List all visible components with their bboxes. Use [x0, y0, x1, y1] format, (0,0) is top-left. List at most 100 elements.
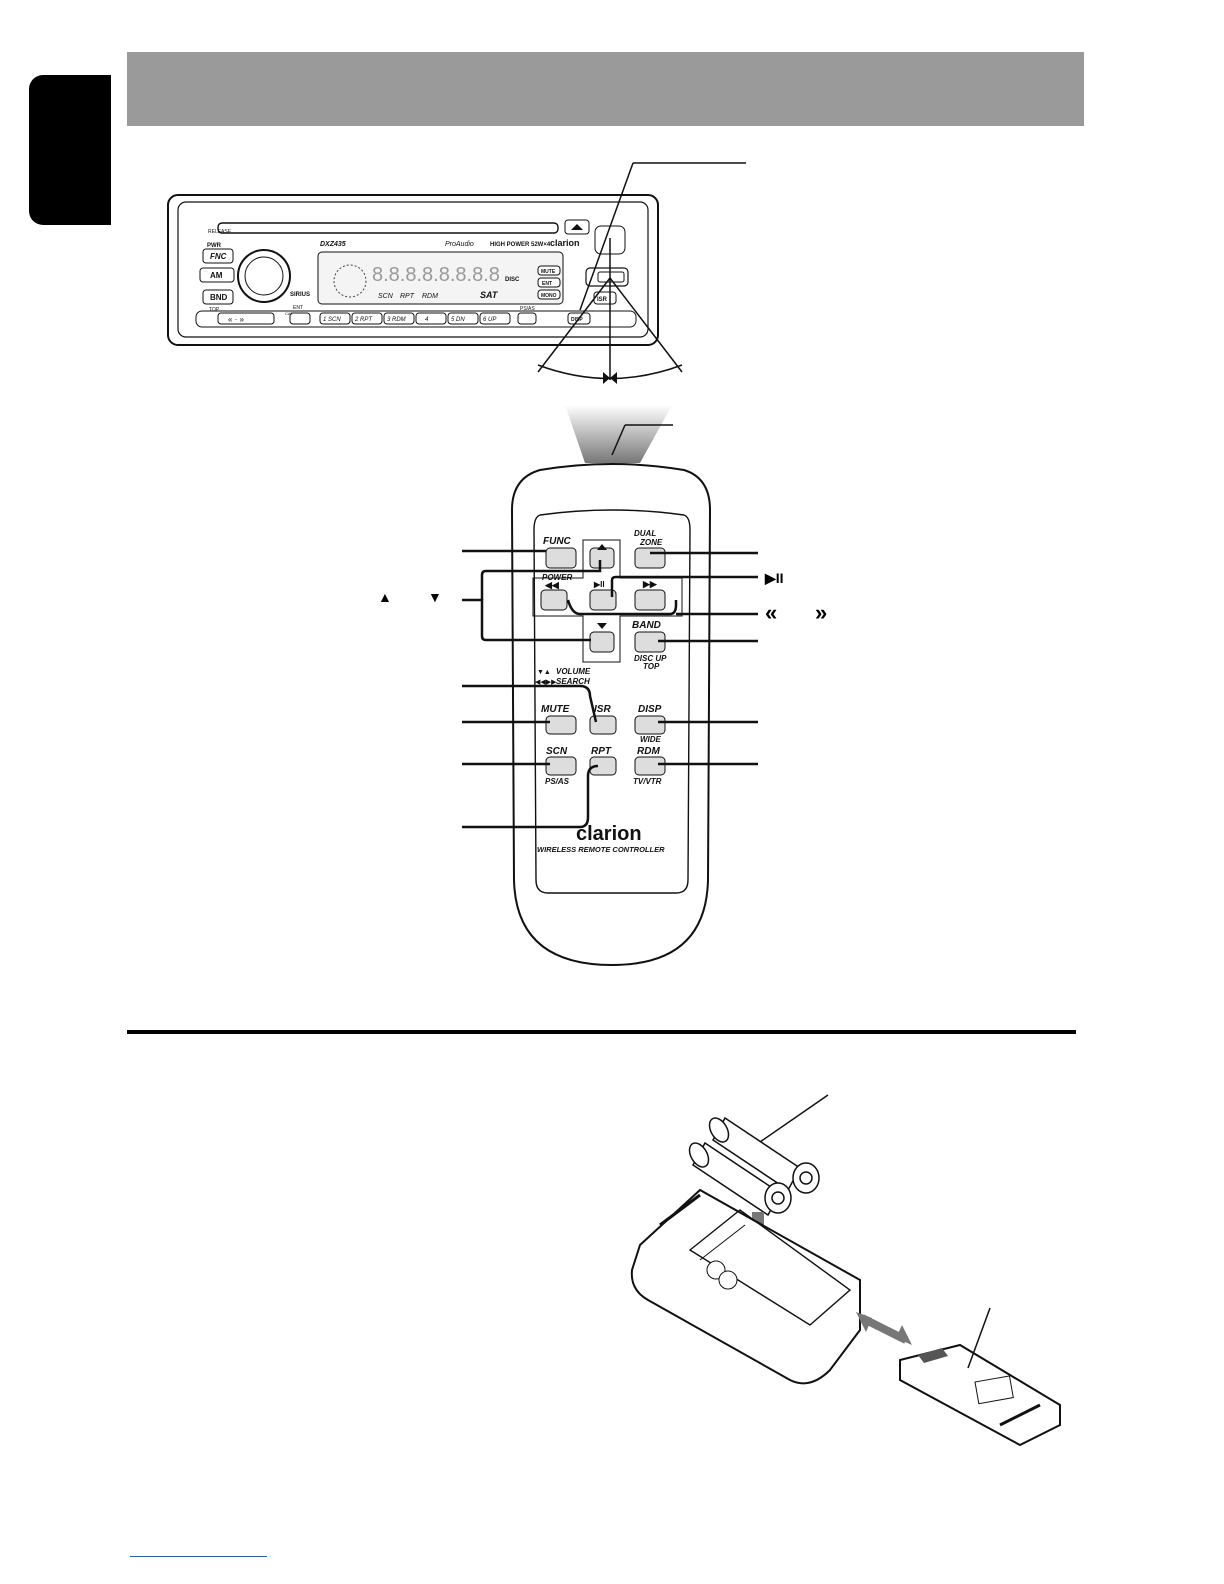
display-sat: SAT	[480, 290, 499, 300]
ps-as-label: PS/AS	[520, 306, 535, 312]
remote-mute-button[interactable]	[545, 715, 577, 735]
footer-link-underline	[130, 1556, 267, 1557]
section-divider	[127, 1030, 1076, 1034]
display-scn: SCN	[378, 293, 394, 300]
cd-slot	[217, 222, 559, 234]
sirius-label: SIRIUS	[290, 292, 310, 298]
remote-rew-button[interactable]	[540, 589, 568, 611]
remote-caption: WIRELESS REMOTE CONTROLLER	[537, 845, 665, 854]
mute-label: MUTE	[541, 269, 556, 275]
am-button[interactable]	[199, 267, 235, 283]
preset-buttons: 1 SCN 2 RPT 3 RDM 4 5 DN 6 UP	[319, 312, 511, 325]
fnc-button[interactable]	[202, 248, 234, 264]
mute-label: MUTE	[541, 704, 570, 715]
callout-up-symbol: ▲	[378, 589, 392, 605]
remote-rdm-button[interactable]	[634, 756, 666, 776]
section-title-banner	[127, 52, 1084, 126]
ent-small-button[interactable]	[537, 277, 561, 288]
search-legend: SEARCH	[556, 677, 590, 686]
battery-replacement-illustration	[630, 1094, 1061, 1447]
remote-scn-button[interactable]	[545, 756, 577, 776]
volume-legend-icons: ▼▲	[537, 669, 551, 676]
seek-buttons[interactable]	[217, 312, 275, 325]
remote-down-button[interactable]	[589, 631, 615, 653]
isr-label-remote: ISR	[594, 704, 611, 715]
pwr-label: PWR	[207, 243, 222, 249]
am-label: AM	[210, 271, 223, 280]
remote-dual-zone-button[interactable]	[634, 547, 666, 569]
remote-play-pause-button[interactable]	[589, 589, 617, 611]
head-brand-label: clarion	[550, 238, 580, 248]
model-label: DXZ435	[320, 241, 346, 248]
callout-rew: «	[765, 600, 777, 625]
display-rdm: RDM	[422, 293, 438, 300]
mono-label: MONO	[541, 293, 557, 299]
band-sub-2: TOP	[643, 662, 660, 671]
bnd-button[interactable]	[202, 289, 234, 305]
remote-up-button[interactable]	[589, 547, 615, 569]
lcd-display	[317, 251, 564, 305]
preset-6-label: 6 UP	[483, 317, 496, 323]
remote-brand: clarion	[576, 823, 642, 845]
cat-label: CAT	[285, 311, 293, 316]
reception-angle-lines	[537, 162, 746, 380]
remote-ff-button[interactable]	[634, 589, 666, 611]
remote-func-button[interactable]	[545, 547, 577, 569]
disp-sub-label: WIDE	[640, 735, 662, 744]
up-arrow-icon	[597, 544, 607, 550]
preset-3-label: 3 RDM	[387, 317, 406, 323]
battery-cover	[899, 1343, 1061, 1447]
preset-2-label: 2 RPT	[354, 317, 373, 323]
volume-legend: VOLUME	[556, 667, 591, 676]
remote-func-label: FUNC	[543, 536, 572, 547]
bnd-label: BND	[210, 293, 228, 302]
preset-2[interactable]	[351, 312, 383, 325]
rdm-sub-label: TV/VTR	[633, 777, 662, 786]
play-pause-icon: ▶II	[593, 580, 605, 589]
power-spec-label: HIGH POWER 52W×4	[490, 242, 551, 248]
band-label: BAND	[632, 620, 661, 631]
remote-isr-button[interactable]	[589, 715, 617, 735]
batteries	[688, 1116, 820, 1217]
release-label: RELEASE	[208, 229, 232, 235]
ent-small-label: ENT	[542, 281, 552, 287]
disp-label-remote: DISP	[638, 704, 662, 715]
remote-rpt-button[interactable]	[589, 756, 617, 776]
rpt-label: RPT	[591, 746, 612, 757]
ps-as-button[interactable]	[517, 312, 537, 325]
callout-ff: »	[815, 600, 827, 625]
isr-label: ISR	[597, 297, 608, 303]
volume-knob[interactable]	[237, 249, 291, 303]
fnc-label: FNC	[210, 252, 227, 261]
head-unit: RELEASE PWR FNC AM BND TOP DXZ435 ProAud…	[167, 162, 746, 384]
remote-disp-button[interactable]	[634, 715, 666, 735]
segment-digits: 8.8.8.8.8.8.8.8	[372, 264, 500, 286]
ff-icon: ▶▶	[642, 579, 658, 589]
band-sub-1: DISC UP	[634, 654, 667, 663]
display-disc: DISC	[505, 277, 520, 283]
preset-3[interactable]	[383, 312, 415, 325]
zone-label: ZONE	[639, 538, 663, 547]
callout-down-symbol: ▼	[428, 589, 442, 605]
preset-5[interactable]	[447, 312, 479, 325]
preset-4[interactable]	[415, 312, 447, 325]
search-legend-icons: ◀◀▶▶	[535, 679, 557, 686]
scn-sub-label: PS/AS	[545, 777, 570, 786]
scn-label: SCN	[546, 746, 568, 757]
angle-arrow-right	[610, 372, 617, 384]
mute-button[interactable]	[537, 265, 561, 276]
top-label: TOP	[209, 307, 220, 313]
preset-5-label: 5 DN	[451, 317, 465, 323]
dual-label: DUAL	[634, 529, 656, 538]
mono-button[interactable]	[537, 289, 561, 300]
preset-1[interactable]	[319, 312, 351, 325]
eject-icon	[571, 224, 583, 230]
preset-6[interactable]	[479, 312, 511, 325]
rew-icon: ◀◀	[544, 580, 560, 590]
play-pause-button[interactable]	[289, 312, 311, 325]
display-rpt: RPT	[400, 293, 415, 300]
seek-rew-icon: « · »	[228, 315, 245, 324]
ir-beam	[565, 405, 672, 463]
down-arrow-icon	[597, 623, 607, 629]
